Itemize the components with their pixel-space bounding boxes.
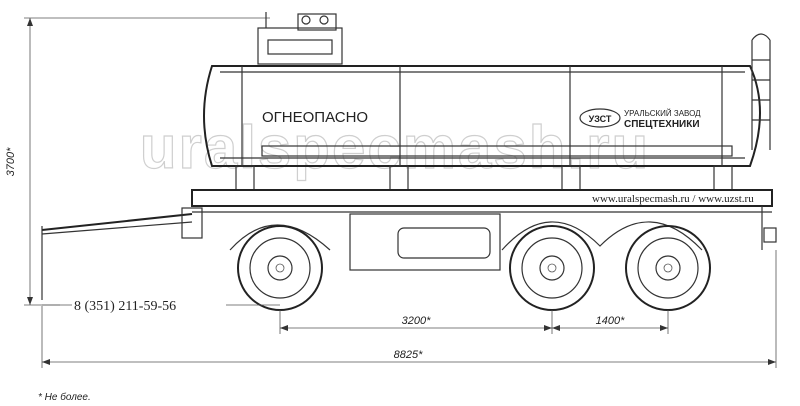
tank-body <box>203 65 761 167</box>
overall-length-label: 8825* <box>394 349 423 361</box>
watermark-text: uralspecmash.ru <box>140 114 650 181</box>
tank-warning-label: ОГНЕОПАСНО <box>262 109 368 126</box>
phone-number: 8 (351) 211-59-56 <box>74 299 176 314</box>
manufacturer-logo: УЗСТ УРАЛЬСКИЙ ЗАВОД СПЕЦТЕХНИКИ <box>579 108 701 130</box>
footnote: * Не более. <box>38 391 91 403</box>
logo-abbreviation: УЗСТ <box>589 114 612 124</box>
top-hatch <box>257 12 343 65</box>
middle-wheel <box>509 225 595 311</box>
website-text: www.uralspecmash.ru / www.uzst.ru <box>592 193 754 205</box>
rear-ladder <box>751 33 771 150</box>
overall-length-dimension: 8825* <box>41 250 777 368</box>
front-wheel <box>237 225 323 311</box>
logo-line-2: СПЕЦТЕХНИКИ <box>624 119 700 130</box>
axle-spacing-rear-label: 1400* <box>596 315 625 327</box>
height-dimension: 3700* <box>5 17 270 306</box>
logo-line-1: УРАЛЬСКИЙ ЗАВОД <box>624 109 701 118</box>
axle-dimension: 3200* 1400* <box>279 310 669 334</box>
axle-spacing-front-label: 3200* <box>402 315 431 327</box>
rear-wheel <box>625 225 711 311</box>
height-dimension-label: 3700* <box>5 147 17 176</box>
drawbar <box>41 207 203 300</box>
chassis-frame <box>191 189 777 271</box>
